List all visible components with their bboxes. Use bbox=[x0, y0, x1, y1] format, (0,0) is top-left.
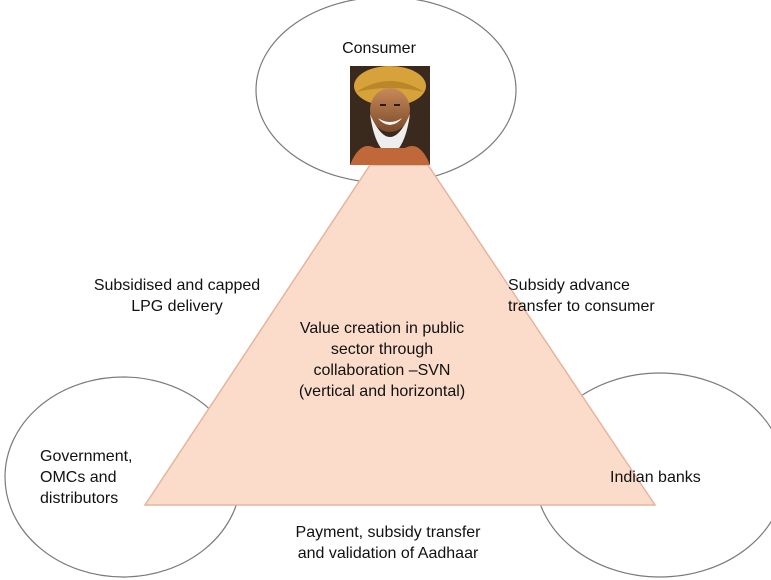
consumer-label: Consumer bbox=[342, 40, 416, 57]
government-label: Government, OMCs and distributors bbox=[40, 448, 133, 507]
edge-label-left: Subsidised and capped LPG delivery bbox=[93, 277, 261, 315]
edge-label-right: Subsidy advance transfer to consumer bbox=[508, 277, 655, 315]
consumer-photo-icon bbox=[350, 66, 430, 165]
center-text: Value creation in public sector through … bbox=[298, 320, 466, 400]
edge-label-bottom: Payment, subsidy transfer and validation… bbox=[295, 524, 481, 562]
banks-label: Indian banks bbox=[610, 469, 701, 486]
